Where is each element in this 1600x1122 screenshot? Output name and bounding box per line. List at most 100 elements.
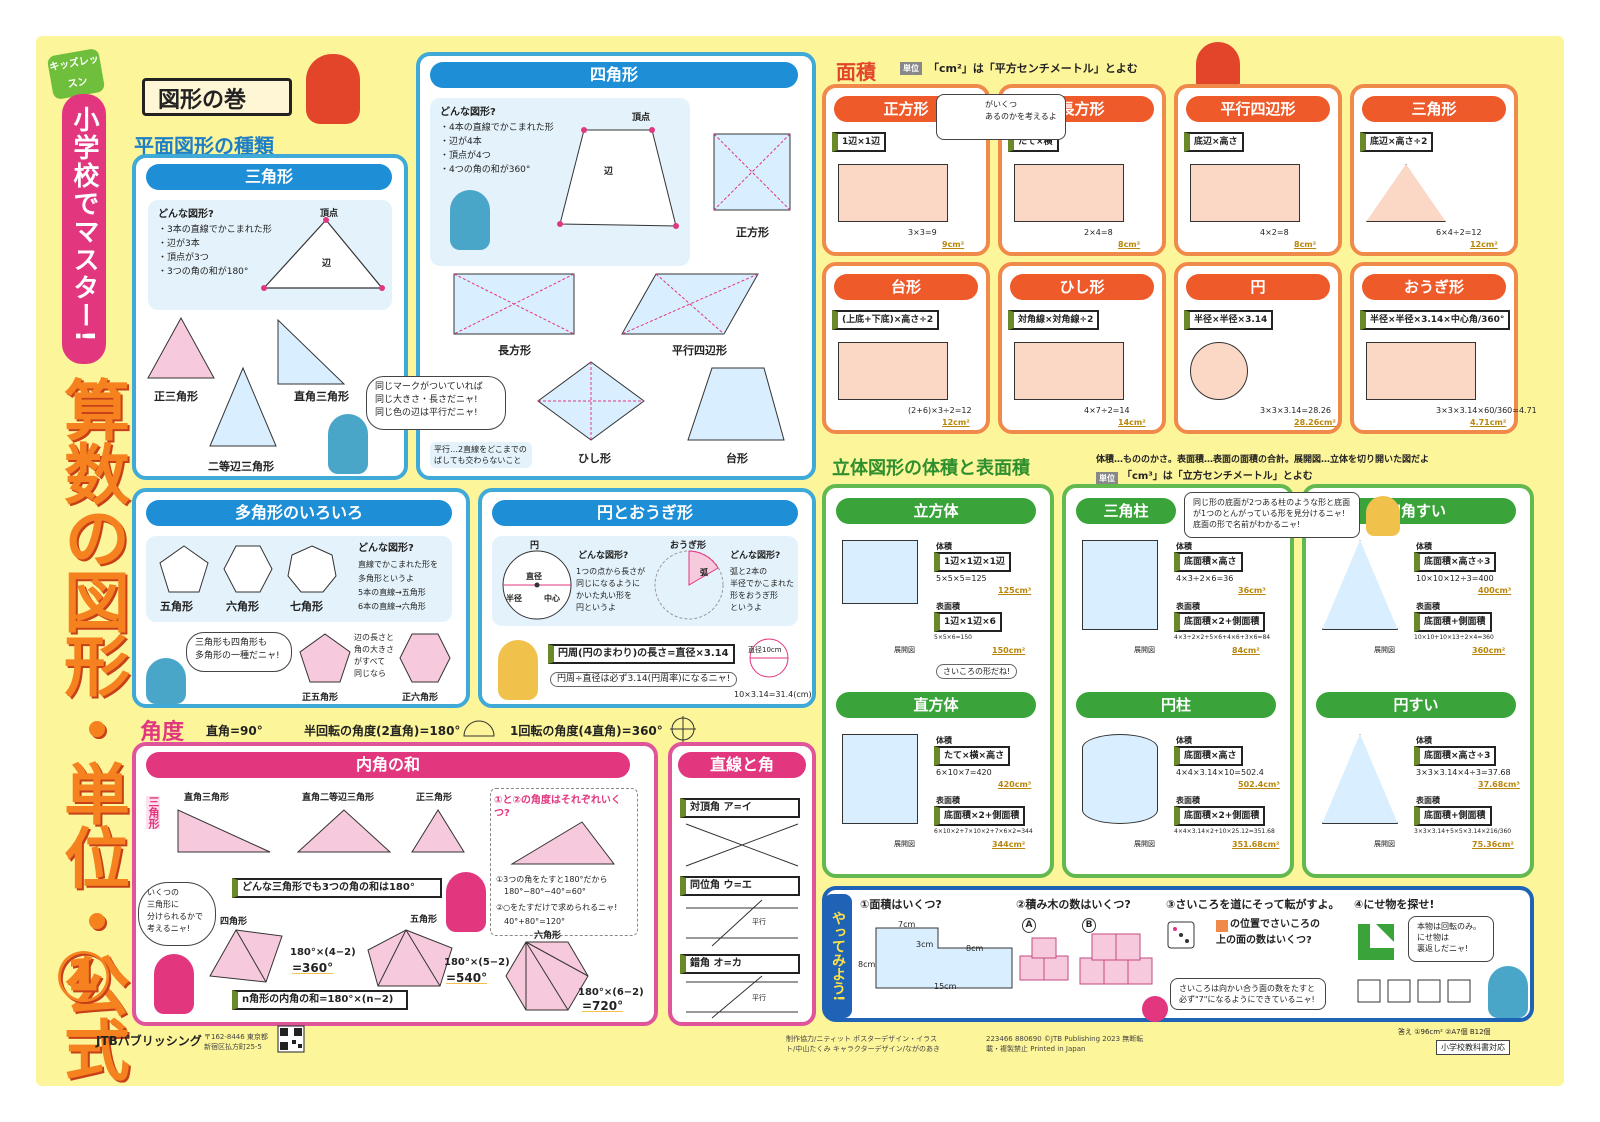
area-cell-formula: 対角線×対角線÷2: [1008, 310, 1100, 330]
solid-surface-example: 10×10+10×13÷2×4=360: [1414, 634, 1494, 641]
polygon-q: どんな図形?: [358, 543, 414, 554]
center-label: 中心: [544, 594, 560, 603]
pentagon-shape: [159, 545, 209, 593]
solid-surface-formula: 底面積×2+側面積: [1174, 806, 1266, 826]
solid-title-tprism: 三角柱: [1076, 498, 1176, 524]
solid-surface-label: 表面積: [1416, 796, 1440, 805]
solid-surface-answer: 84cm²: [1232, 646, 1260, 655]
type-square: 正方形: [736, 226, 769, 239]
solid-title-cone: 円すい: [1316, 692, 1516, 718]
solid-surface-formula: 1辺×1辺×6: [934, 612, 1002, 632]
solid-volume-formula: 底面積×高さ: [1174, 552, 1243, 572]
blocks-a: [1019, 937, 1069, 981]
marks-bubble-1: 同じマークがついていれば: [375, 382, 483, 392]
angle-right: 直角=90°: [206, 724, 263, 738]
example-circle: [749, 638, 789, 678]
type-rhombus: ひし形: [578, 452, 611, 465]
arc-label: 弧: [700, 568, 708, 577]
marks-bubble-2: 同じ大きさ・長さだニャ!: [375, 395, 478, 405]
scroll-title: 図形の巻: [158, 88, 247, 113]
circle-line-1: 1つの点から長さが: [576, 567, 646, 576]
area-cell-answer: 12cm²: [942, 418, 970, 427]
regular-pentagon-shape: [299, 633, 351, 683]
circumference-formula: 円周(円のまわり)の長さ=直径×3.14: [548, 644, 735, 664]
area-cell-formula: 1辺×1辺: [832, 132, 887, 152]
polygon-bubble-2: 多角形の一種だニャ!: [195, 651, 280, 661]
area-cell-title: 平行四辺形: [1186, 96, 1330, 122]
iso-right-tri-shape: [296, 809, 392, 853]
area-cell-title: 円: [1186, 274, 1330, 300]
corresponding-angles: 同位角 ウ=エ: [680, 876, 800, 896]
area-cell-figure: [1014, 164, 1124, 222]
regular-note-1: 辺の長さと: [354, 633, 394, 642]
calc-1: 180°×(4−2): [290, 947, 356, 958]
solid-volume-formula: 底面積×高さ÷3: [1414, 552, 1497, 572]
triangle-apex-label: 頂点: [320, 209, 339, 219]
diameter-label: 直径: [526, 572, 542, 581]
try-label: やってみよう!: [824, 894, 852, 1018]
circle-line-4: 円というよ: [576, 603, 616, 612]
interior-bubble-1: いくつの: [147, 888, 179, 897]
solid-volume-example: 5×5×5=125: [936, 574, 987, 583]
type-isosceles-triangle: 二等辺三角形: [208, 460, 274, 473]
solid-intro: 体積…もののかさ。表面積…表面の面積の合計。展開図…立体を切り開いた図だよ: [1096, 455, 1430, 465]
calc-3-ans: =720°: [582, 999, 624, 1013]
q1-dim-5: 15cm: [934, 982, 957, 991]
subtitle-ribbon: [62, 94, 106, 364]
pointing-cat-icon: [446, 872, 486, 932]
solid-volume-answer-value: 400cm³: [1478, 586, 1512, 595]
solid-title-cube: 立方体: [836, 498, 1036, 524]
solid-volume-formula: 底面積×高さ: [1174, 746, 1243, 766]
solid-surface-formula: 底面積+側面積: [1414, 806, 1492, 826]
right-tri-shape: [177, 809, 271, 853]
circle-line-3: かいた丸い形を: [576, 591, 632, 600]
solid-volume-label: 体積: [1416, 542, 1432, 551]
quad-line-2: ・辺が4本: [440, 137, 482, 147]
area-unit-tag: 単位: [900, 62, 922, 75]
area-cell-example: 4×7÷2=14: [1084, 406, 1130, 415]
solid-title-cylinder: 円柱: [1076, 692, 1276, 718]
polygon-title: 多角形のいろいろ: [146, 500, 452, 526]
solid-volume-label: 体積: [1176, 736, 1192, 745]
pointer-cat-icon: [450, 190, 490, 250]
area-cell-formula: 底辺×高さ: [1184, 132, 1244, 152]
sector-line-1: 弧と2本の: [730, 567, 768, 576]
solid-title: 立体図形の体積と表面積: [832, 458, 1030, 479]
sector-label: おうぎ形: [670, 541, 707, 551]
interior-shape-2: 五角形: [410, 915, 438, 925]
solid-volume-formula: たて×横×高さ: [934, 746, 1011, 766]
area-cell-answer: 4.71cm²: [1470, 418, 1506, 427]
interior-shape-1: 四角形: [220, 917, 248, 927]
area-cell-answer-value: 9cm²: [942, 240, 965, 249]
try-q4: ④にせ物を探せ!: [1354, 898, 1435, 911]
shape-pentagon: 五角形: [160, 600, 193, 613]
quad-apex-label: 頂点: [632, 113, 651, 123]
solid-surface-example: 4×4×3.14×2+10×25.12=351.68: [1174, 828, 1275, 835]
area-cell-answer-value: 8cm²: [1118, 240, 1141, 249]
quad-q: どんな図形?: [440, 107, 496, 118]
hexagon-shape: [223, 545, 273, 593]
polygon-line-1: 直線でかこまれた形を: [358, 560, 438, 569]
solid-surface-answer-value: 150cm²: [992, 646, 1026, 655]
area-cell-answer: 8cm²: [1294, 240, 1316, 249]
area-unit: 「cm²」は「平方センチメートル」とよむ: [928, 62, 1138, 75]
polygon-line-4: 6本の直線→六角形: [358, 602, 426, 611]
alternate-angles: 錯角 オ=カ: [680, 954, 800, 974]
quad-line-4: ・4つの角の和が360°: [440, 165, 531, 175]
solid-net-label: 展開図: [1134, 646, 1155, 654]
q3-body-1: の位置でさいころの: [1230, 919, 1320, 930]
regular-hexagon-shape: [399, 633, 451, 683]
solid-surface-answer-value: 360cm²: [1472, 646, 1506, 655]
copyright: 223466 880690 ©JTB Publishing 2023 無断転載・…: [986, 1035, 1144, 1053]
solid-surface-answer: 351.68cm²: [1232, 840, 1279, 849]
area-cell-answer: 9cm²: [942, 240, 964, 249]
solid-figure-cylinder: [1082, 734, 1158, 824]
ninja-cat-icon: [306, 54, 360, 124]
solid-surface-answer-value: 344cm²: [992, 840, 1026, 849]
fake-bubble-3: 裏返しだニャ!: [1417, 944, 1469, 953]
circle-label: 円: [530, 541, 540, 551]
solid-surface-formula: 底面積+側面積: [1414, 612, 1492, 632]
triangle-line-3: ・頂点が3つ: [158, 253, 209, 263]
area-cell-answer: 28.26cm²: [1294, 418, 1336, 427]
area-cell-answer-value: 4.71cm²: [1470, 418, 1507, 427]
